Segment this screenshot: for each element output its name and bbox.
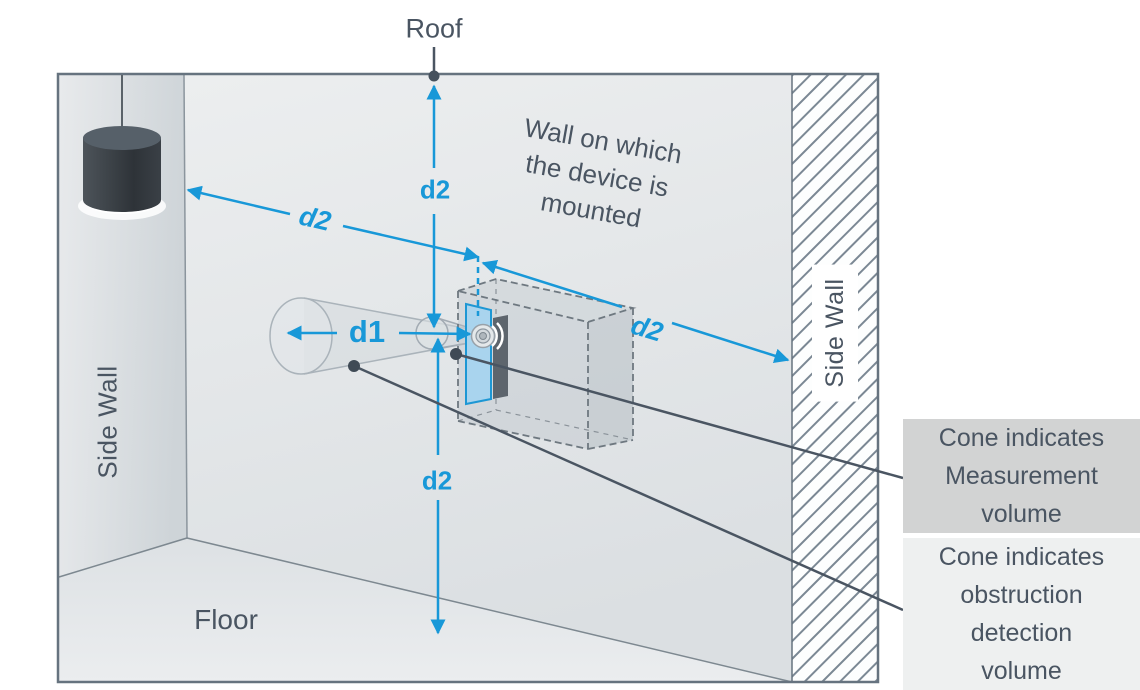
dimension-lines (186, 84, 790, 635)
d2-left-diagonal-seg2 (342, 224, 480, 262)
legend-obstruction-volume: Cone indicates obstruction detection vol… (903, 538, 1140, 690)
hanging-cylinder (78, 75, 166, 220)
mounted-device (465, 302, 508, 406)
leader-dot-measurement (450, 348, 462, 360)
d1-line-right (398, 326, 472, 342)
floor-left-edge-line (58, 537, 188, 578)
d2-left-diagonal-seg1 (186, 185, 291, 216)
side-wall-right-label: Side Wall (812, 264, 858, 402)
roof-marker-dot (428, 70, 440, 82)
leader-measurement-line (455, 352, 904, 480)
sensor-icon (470, 322, 504, 350)
d2-right-diagonal-seg1 (481, 259, 623, 309)
floor-back-edge-line (186, 537, 793, 683)
cylinder-top (83, 126, 161, 150)
device-front-panel (465, 302, 492, 406)
left-wall-corner-line (183, 74, 188, 539)
floor-label: Floor (194, 604, 258, 636)
leader-obstruction-line (353, 364, 904, 612)
leader-dot-obstruction (348, 360, 360, 372)
roof-label: Roof (405, 13, 463, 44)
d2-roof-label: d2 (419, 174, 451, 205)
room-border (56, 72, 880, 684)
d2-floor-label: d2 (421, 465, 453, 496)
cylinder-body (83, 138, 161, 212)
d1-label: d1 (348, 314, 386, 350)
floor-surface (59, 538, 792, 682)
legend-measurement-volume: Cone indicates Measurement volume (903, 419, 1140, 533)
side-wall-left-label: Side Wall (92, 365, 123, 479)
d2-right-diagonal-seg2 (671, 321, 790, 364)
legend-leaders (348, 348, 904, 612)
